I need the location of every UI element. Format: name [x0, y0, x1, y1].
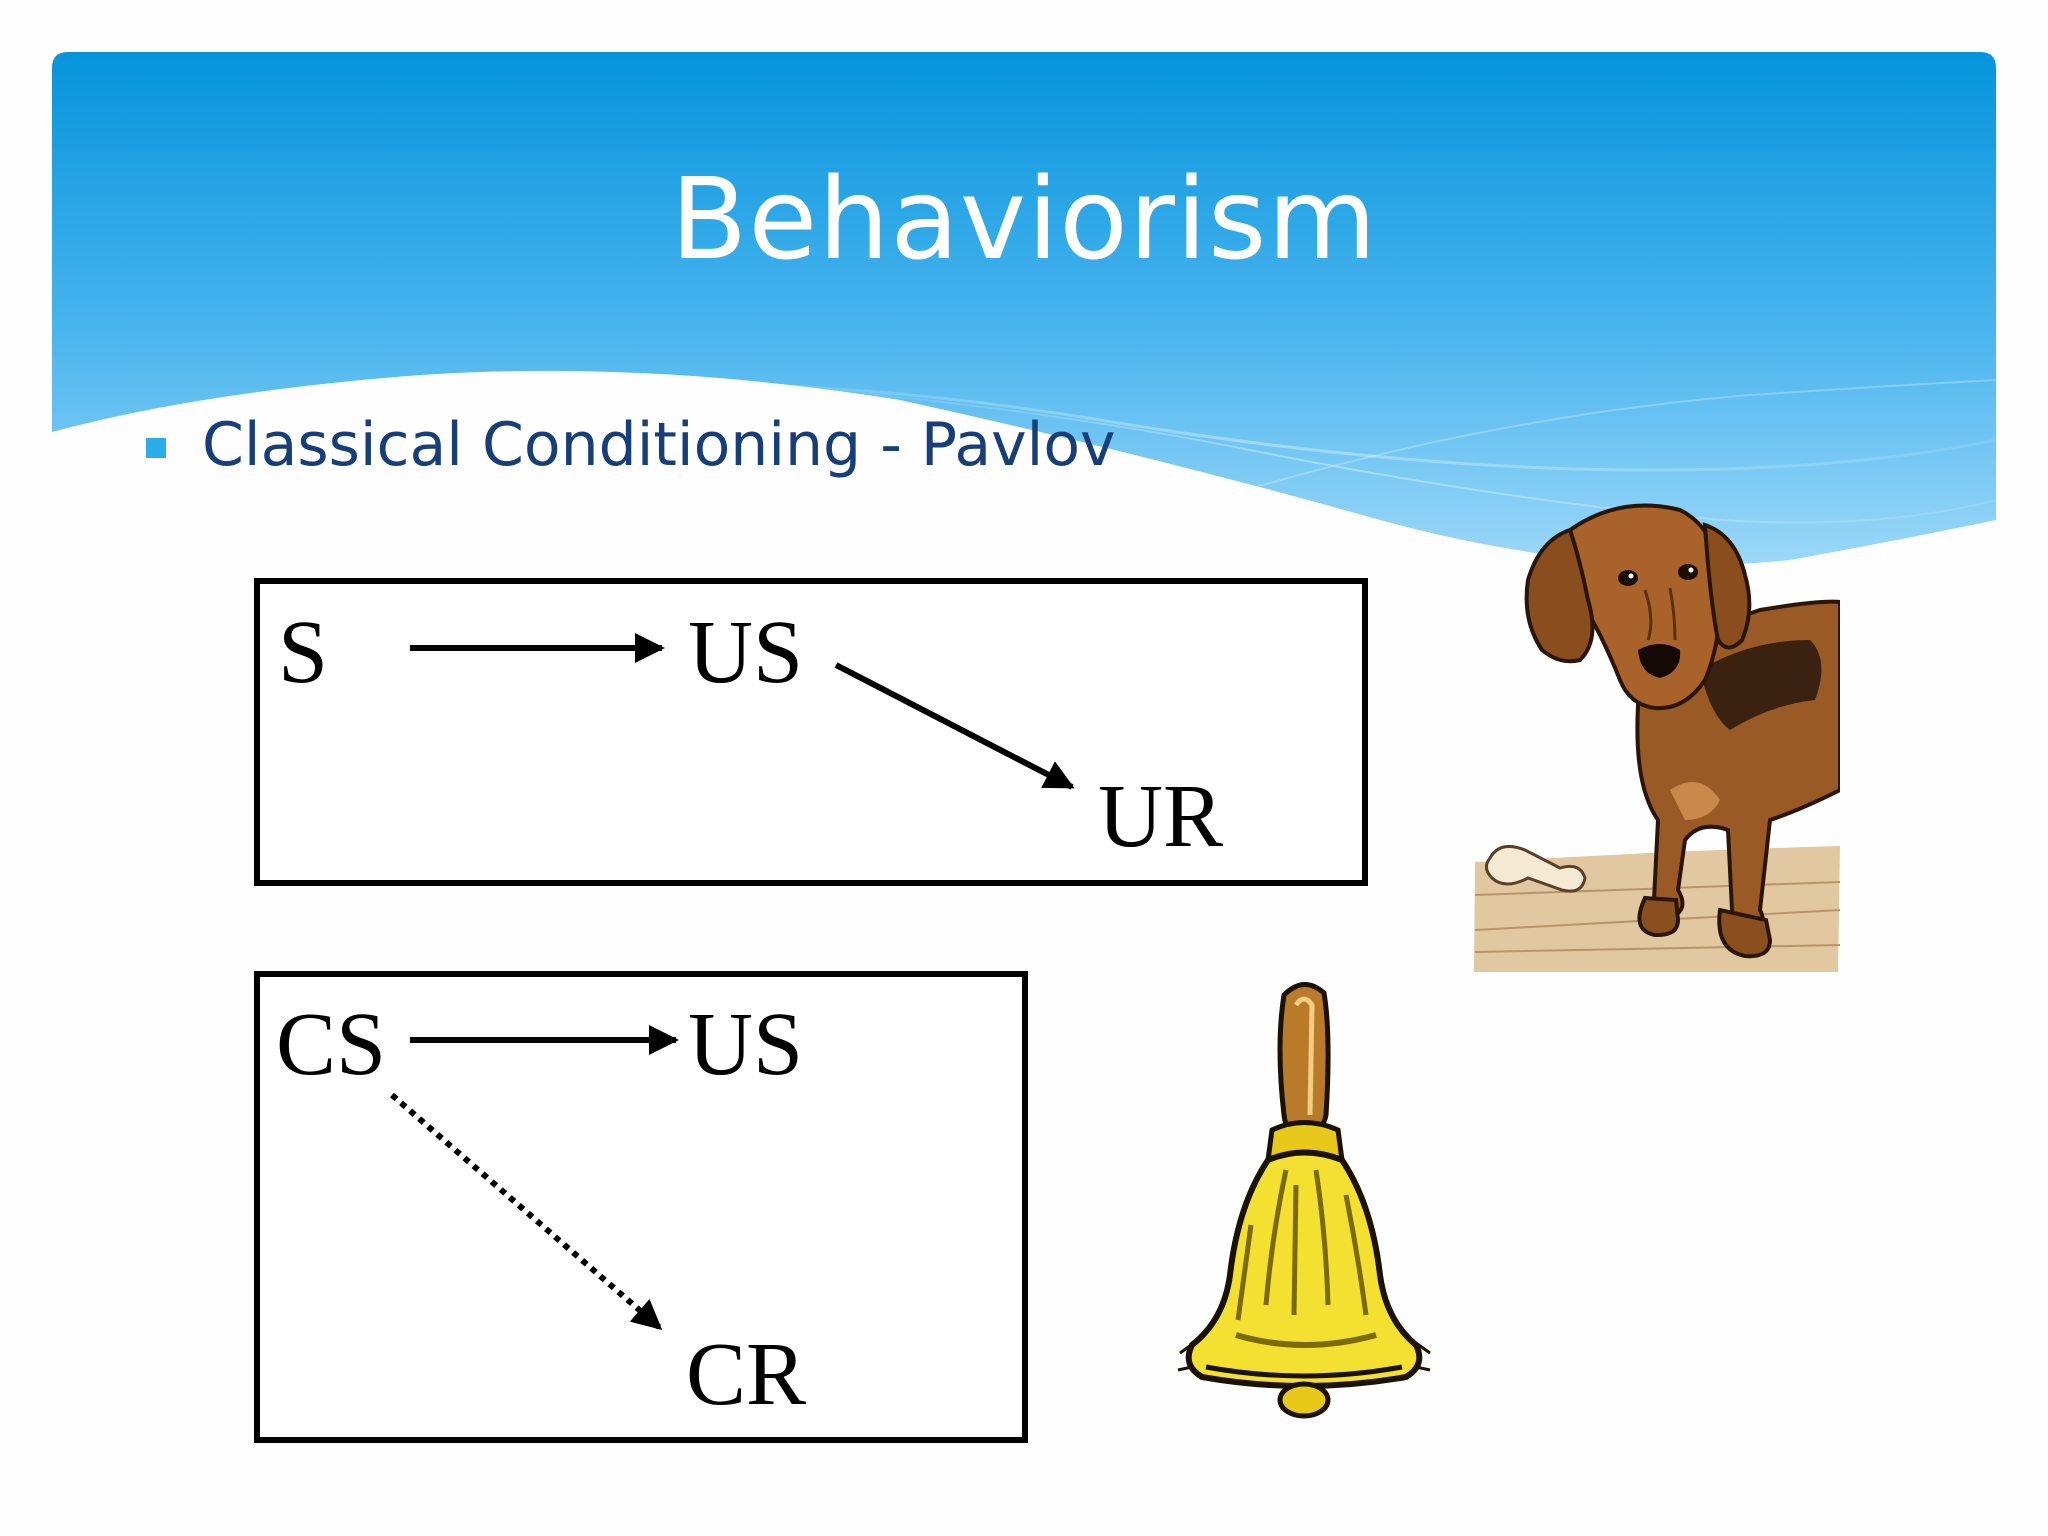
dachshund-icon: [1474, 503, 1840, 972]
unconditioned-diagram-box: [254, 578, 1368, 886]
conditioned-diagram-box: [254, 971, 1028, 1443]
slide-title: Behaviorism: [670, 155, 1378, 285]
bullet-marker-icon: [146, 438, 166, 458]
label-us-2: US: [688, 995, 804, 1094]
label-s: S: [278, 603, 329, 702]
label-cr: CR: [686, 1325, 807, 1424]
arrow-us-to-ur: [834, 662, 1075, 790]
label-us-1: US: [688, 603, 804, 702]
arrow-cs-to-cr: [390, 1092, 663, 1331]
label-cs: CS: [276, 995, 387, 1094]
bell-icon: [1177, 982, 1431, 1419]
label-ur: UR: [1098, 767, 1224, 866]
bullet-text: Classical Conditioning - Pavlov: [202, 410, 1116, 480]
